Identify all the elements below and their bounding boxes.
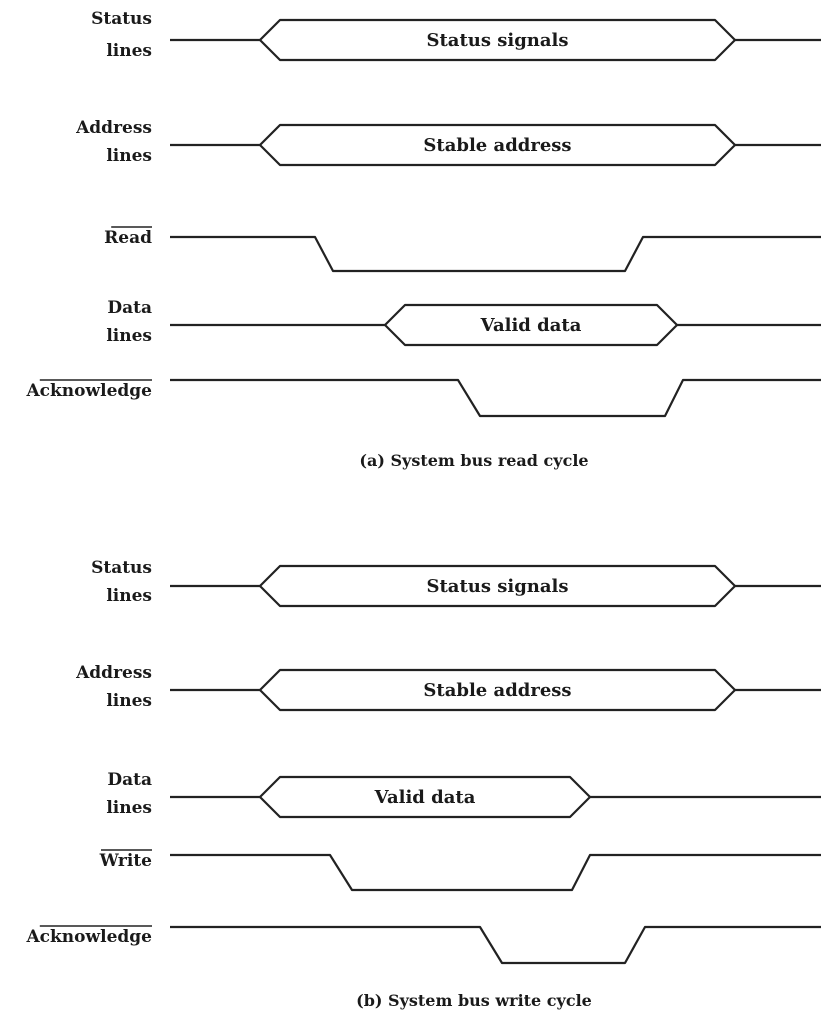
bus-value-label: Stable address xyxy=(423,680,571,701)
diagram-caption: (b) System bus write cycle xyxy=(356,991,592,1010)
bus-value-label: Stable address xyxy=(423,135,571,156)
signal-label: Read xyxy=(104,228,152,248)
pulse-waveform xyxy=(170,235,821,273)
signal-label: Acknowledge xyxy=(25,927,152,947)
bus-valid-window xyxy=(258,18,737,62)
bus-valid-window xyxy=(258,564,737,608)
signal-status-lines: Status lines Status signals xyxy=(91,9,821,62)
signal-status-lines: Status lines Status signals xyxy=(91,558,821,608)
bus-valid-window xyxy=(383,303,679,347)
signal-data-lines: Data lines Valid data xyxy=(106,770,821,819)
signal-label: lines xyxy=(106,326,152,346)
signal-label: lines xyxy=(106,41,152,61)
bus-valid-window xyxy=(258,668,737,712)
signal-address-lines: Address lines Stable address xyxy=(75,118,821,167)
signal-write: Write xyxy=(99,849,821,892)
signal-label: Address xyxy=(75,118,152,138)
signal-read: Read xyxy=(104,226,821,273)
signal-label: Write xyxy=(99,851,153,871)
signal-label: Data xyxy=(107,770,152,790)
pulse-waveform xyxy=(170,853,821,892)
bus-valid-window xyxy=(258,123,737,167)
signal-data-lines: Data lines Valid data xyxy=(106,298,821,347)
bus-value-label: Status signals xyxy=(426,576,568,597)
signal-label: Status xyxy=(91,558,152,578)
signal-acknowledge: Acknowledge xyxy=(25,378,821,418)
signal-label: lines xyxy=(106,586,152,606)
signal-label: Address xyxy=(75,663,152,683)
diagram-caption: (a) System bus read cycle xyxy=(359,451,588,470)
signal-label: lines xyxy=(106,798,152,818)
signal-label: Data xyxy=(107,298,152,318)
pulse-waveform xyxy=(170,378,821,418)
bus-value-label: Valid data xyxy=(374,787,476,808)
signal-label: Status xyxy=(91,9,152,29)
signal-label: lines xyxy=(106,691,152,711)
bus-valid-window xyxy=(258,775,592,819)
pulse-waveform xyxy=(170,925,821,965)
signal-label: lines xyxy=(106,146,152,166)
bus-value-label: Valid data xyxy=(480,315,582,336)
bus-value-label: Status signals xyxy=(426,30,568,51)
signal-label: Acknowledge xyxy=(25,381,152,401)
signal-address-lines: Address lines Stable address xyxy=(75,663,821,712)
signal-acknowledge: Acknowledge xyxy=(25,925,821,965)
